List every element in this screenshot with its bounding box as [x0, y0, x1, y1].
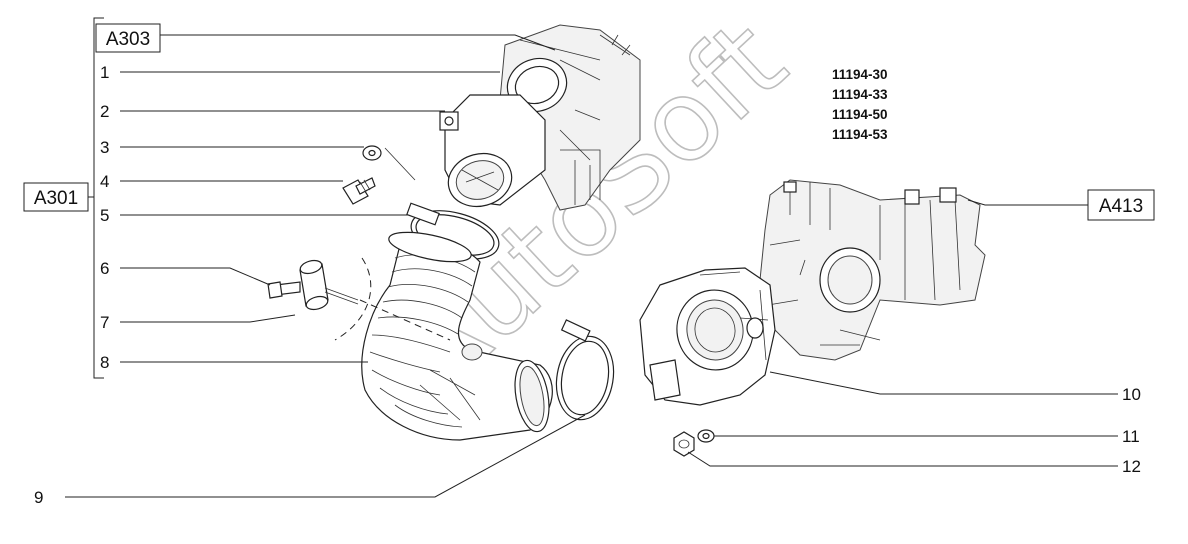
part-10-throttle-body — [639, 267, 776, 406]
group-label-a301: A301 — [34, 188, 78, 209]
callout-6: 6 — [100, 259, 109, 278]
leader-12 — [687, 451, 1118, 467]
group-label-a413: A413 — [1099, 196, 1143, 217]
leader-7 — [120, 314, 296, 323]
leader-a303 — [160, 34, 556, 51]
a301-bracket — [93, 17, 104, 379]
part-11-washer — [697, 429, 715, 443]
group-label-a303: A303 — [106, 29, 150, 50]
callout-3: 3 — [100, 138, 109, 157]
callout-2: 2 — [100, 102, 109, 121]
leader-a413 — [967, 199, 1088, 206]
assembly-guide-curve — [334, 257, 372, 341]
callout-4: 4 — [100, 172, 109, 191]
part-9-hose-clamp — [555, 319, 615, 421]
model-code-2: 11194-33 — [832, 87, 888, 102]
callout-5: 5 — [100, 206, 109, 225]
part-3-washer — [362, 145, 382, 161]
part-8-intake-hose — [361, 231, 553, 441]
callout-1: 1 — [100, 63, 109, 82]
part-4-bolt — [342, 177, 376, 205]
model-code-4: 11194-53 — [832, 127, 888, 142]
a303-box — [95, 23, 161, 53]
part-12-nut — [673, 431, 695, 457]
leader-10 — [769, 371, 1118, 395]
callout-10: 10 — [1122, 385, 1141, 404]
a301-box — [23, 182, 89, 212]
model-code-3: 11194-50 — [832, 107, 888, 122]
leader-6 — [120, 267, 271, 286]
callout-8: 8 — [100, 353, 109, 372]
callout-11: 11 — [1122, 427, 1140, 446]
model-code-1: 11194-30 — [832, 67, 888, 82]
part-2-air-mass-meter — [439, 94, 546, 208]
part-6-7-fitting — [267, 259, 359, 311]
intake-manifold-drawing — [759, 179, 986, 361]
callout-9: 9 — [34, 488, 43, 507]
callout-12: 12 — [1122, 457, 1141, 476]
assembly-guide-line — [359, 299, 451, 341]
callout-7: 7 — [100, 313, 109, 332]
leader-9 — [65, 414, 586, 498]
a413-box — [1087, 189, 1155, 221]
